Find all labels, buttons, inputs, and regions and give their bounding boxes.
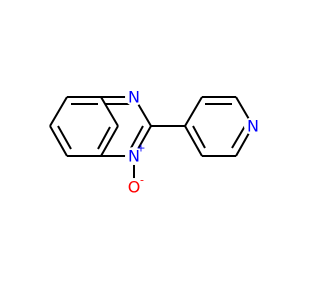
bond [100, 125, 119, 157]
atom-n-pyridine-label: N [247, 117, 259, 136]
bond [49, 96, 68, 127]
canvas-background [0, 0, 300, 300]
atom-n-oxide-label: N [128, 147, 140, 166]
bond [49, 125, 68, 157]
atom-n-pyridine: N [244, 117, 262, 136]
molecule-structure: N N + O - N [0, 0, 300, 300]
bond-double-inner [97, 126, 111, 150]
bond [184, 125, 203, 157]
bond-double-inner [130, 125, 144, 149]
bond-double-inner [231, 125, 246, 149]
atom-o-oxide-mask [125, 178, 143, 196]
atom-o-oxide-label: O [128, 178, 141, 197]
atom-n-oxide-charge: + [136, 142, 145, 155]
atom-n-top-mask [125, 88, 143, 106]
atom-n-oxide: N + [125, 142, 146, 166]
atom-n-pyridine-mask [244, 117, 262, 135]
atom-o-oxide: O - [125, 174, 144, 197]
atom-n-top-label: N [128, 88, 140, 107]
bond [100, 96, 119, 127]
bond-double-inner [192, 125, 206, 149]
atom-n-oxide-mask [125, 147, 143, 165]
bond-double-inner [57, 125, 72, 150]
atom-n-top: N [125, 88, 143, 107]
atom-o-oxide-charge: - [140, 174, 144, 187]
bond [184, 96, 203, 127]
